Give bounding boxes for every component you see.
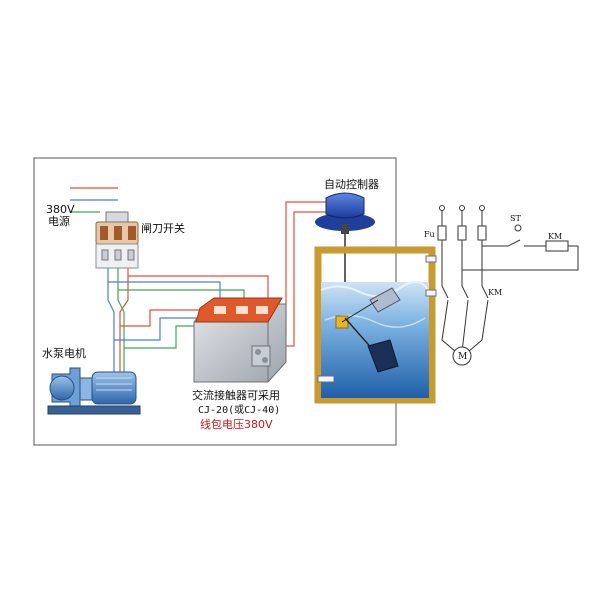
wire-contactor-out-2 xyxy=(124,325,204,349)
power-source-label: 电源 xyxy=(48,215,70,228)
contactor-model-label: CJ-20(或CJ-40) xyxy=(198,405,281,416)
knife-switch-label: 闸刀开关 xyxy=(141,222,185,235)
wire-switch-down-3 xyxy=(119,262,129,332)
auto-controller-label: 自动控制器 xyxy=(324,178,379,191)
contactor-label: 交流接触器可采用 xyxy=(192,389,280,402)
motor-symbol xyxy=(452,346,472,366)
km-coil-label: KM xyxy=(548,232,563,241)
km-contacts-label: KM xyxy=(488,288,503,297)
wire-to-contactor-1 xyxy=(108,281,221,305)
wire-contactor-out-3 xyxy=(120,309,200,327)
coil-voltage-label: 线包电压380V xyxy=(200,418,273,431)
pump-motor xyxy=(47,367,141,415)
fuse-2 xyxy=(457,225,467,241)
pump-motor-label: 水泵电机 xyxy=(42,347,86,360)
power-label: 380V xyxy=(46,203,75,216)
start-label: ST xyxy=(510,214,521,223)
wire-switch-down-2 xyxy=(117,262,125,332)
fuse-label: Fu xyxy=(424,230,435,239)
motor-label: M xyxy=(458,352,468,362)
schematic xyxy=(437,205,579,366)
fuse-1 xyxy=(437,225,447,241)
wire-switch-down-1 xyxy=(107,262,115,332)
auto-controller xyxy=(315,192,375,234)
water-tank xyxy=(314,246,437,404)
contactor xyxy=(193,297,287,383)
wire-contactor-out-1 xyxy=(114,317,202,341)
knife-switch xyxy=(95,211,139,269)
wire-to-contactor-3 xyxy=(128,275,269,305)
fuse-3 xyxy=(477,225,487,241)
